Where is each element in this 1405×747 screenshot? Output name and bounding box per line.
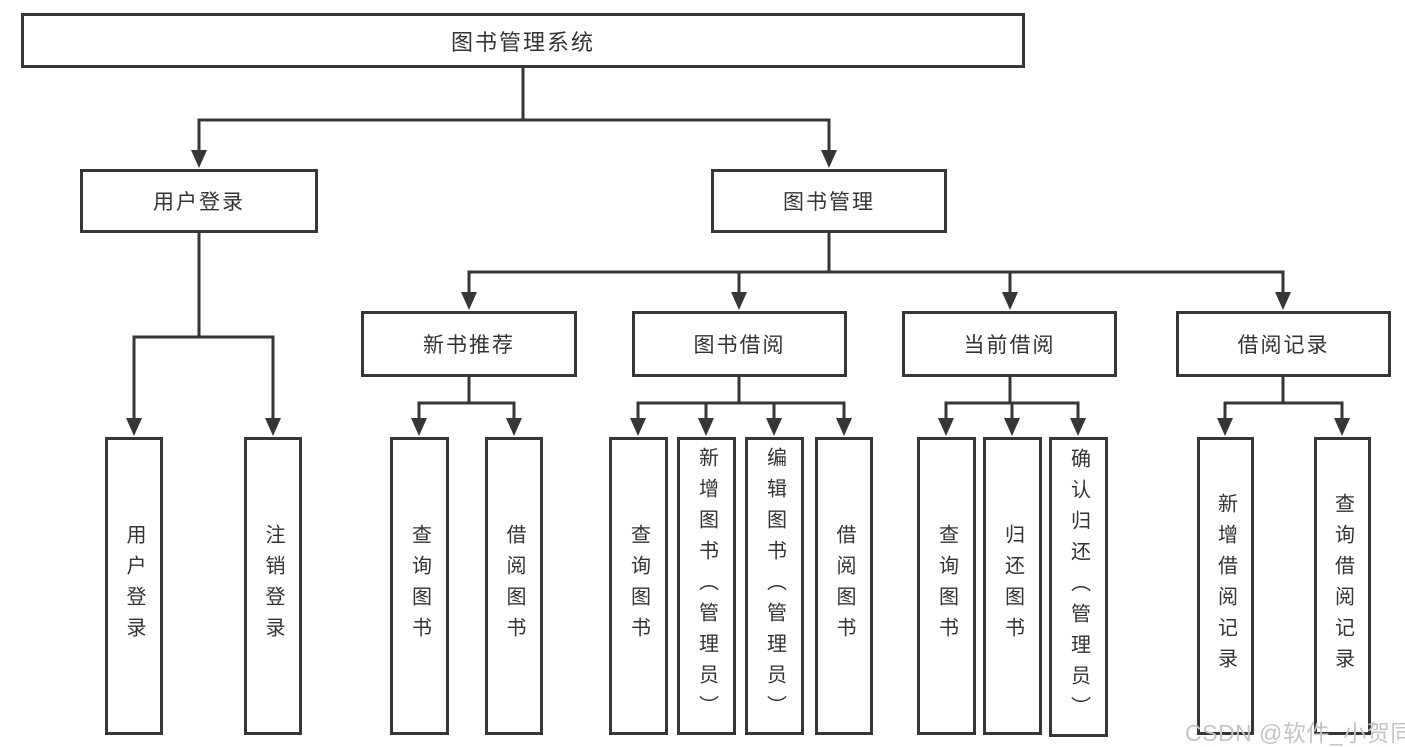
node-book-management: 图书管理 [711, 169, 947, 233]
leaf-query-borrow-record: 查询借阅记录 [1314, 437, 1371, 735]
leaf-add-book-admin: 新增图书（管理员） [677, 437, 736, 735]
leaf-user-login: 用户登录 [105, 437, 163, 735]
watermark: CSDN @软件_小贺同学 [1185, 720, 1405, 746]
node-book-borrow: 图书借阅 [632, 311, 847, 377]
node-borrow-records: 借阅记录 [1176, 311, 1391, 377]
node-library-system: 图书管理系统 [21, 13, 1025, 68]
node-user-login: 用户登录 [80, 169, 318, 233]
leaf-query-books-recommend: 查询图书 [390, 437, 449, 735]
leaf-edit-book-admin: 编辑图书（管理员） [745, 437, 804, 735]
node-current-borrow: 当前借阅 [902, 311, 1117, 377]
leaf-return-book: 归还图书 [983, 437, 1042, 735]
arrowheads [126, 150, 1350, 436]
leaf-logout: 注销登录 [244, 437, 302, 735]
leaf-add-borrow-record: 新增借阅记录 [1197, 437, 1254, 735]
node-new-book-recommend: 新书推荐 [361, 311, 577, 377]
leaf-query-books-current: 查询图书 [917, 437, 976, 735]
leaf-confirm-return-admin: 确认归还（管理员） [1049, 437, 1108, 737]
leaf-borrow-books: 借阅图书 [815, 437, 873, 735]
leaf-query-books-borrow: 查询图书 [609, 437, 668, 735]
leaf-borrow-books-recommend: 借阅图书 [485, 437, 543, 735]
